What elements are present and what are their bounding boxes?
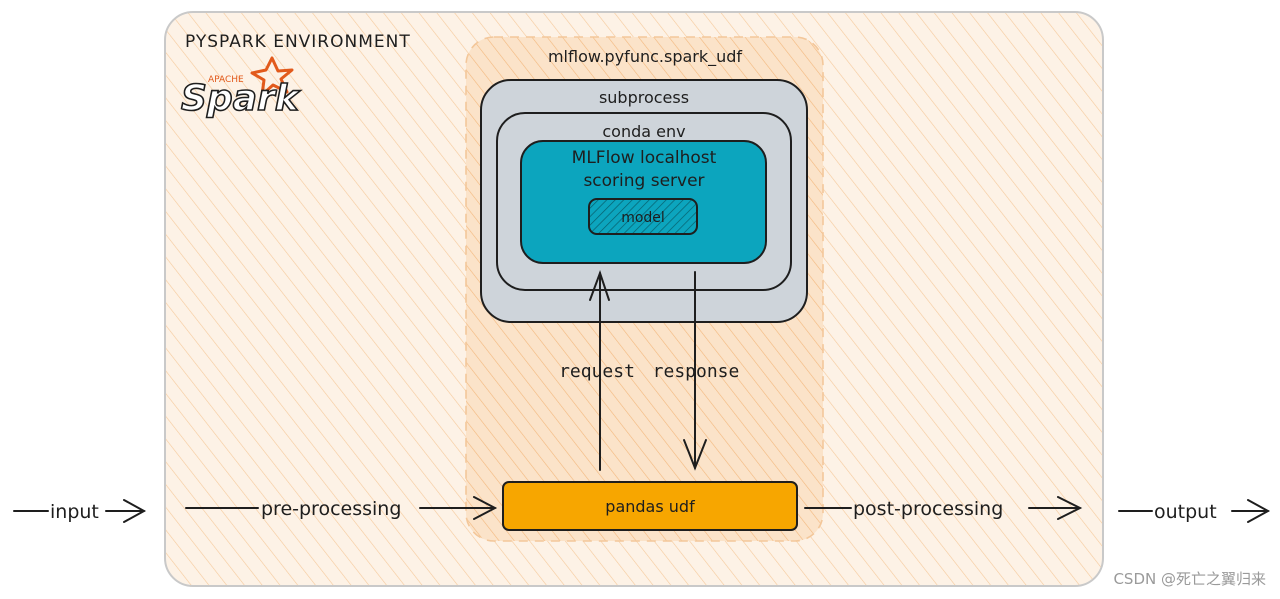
pandas-udf-label: pandas udf <box>605 497 695 516</box>
pre-processing-arrow <box>185 496 498 520</box>
input-arrow <box>13 499 147 523</box>
output-arrow <box>1118 499 1271 523</box>
spark-udf-title: mlflow.pyfunc.spark_udf <box>548 47 742 67</box>
input-label: input <box>50 501 99 523</box>
request-arrow <box>589 269 610 471</box>
conda-env-label: conda env <box>602 122 685 141</box>
model-label: model <box>621 210 665 226</box>
spark-star-icon <box>250 56 294 97</box>
post-processing-arrow <box>804 496 1083 520</box>
environment-title: PYSPARK ENVIRONMENT <box>185 32 411 52</box>
response-arrow <box>683 271 707 471</box>
spark-logo: APACHE Spark <box>180 56 302 120</box>
scoring-server-line1: MLFlow localhost <box>572 148 717 168</box>
model-box <box>588 198 698 235</box>
post-processing-label: post-processing <box>853 498 1003 520</box>
spark-logo-text: Spark <box>181 78 301 119</box>
scoring-server-line2: scoring server <box>583 171 704 191</box>
response-label: response <box>653 361 740 382</box>
subprocess-label: subprocess <box>599 88 689 107</box>
request-label: request <box>559 361 635 382</box>
pandas-udf-box <box>502 481 798 531</box>
spark-logo-prefix: APACHE <box>208 75 244 85</box>
csdn-watermark: CSDN @死亡之翼归来 <box>1113 570 1266 588</box>
output-label: output <box>1154 501 1217 523</box>
pre-processing-label: pre-processing <box>261 498 401 520</box>
